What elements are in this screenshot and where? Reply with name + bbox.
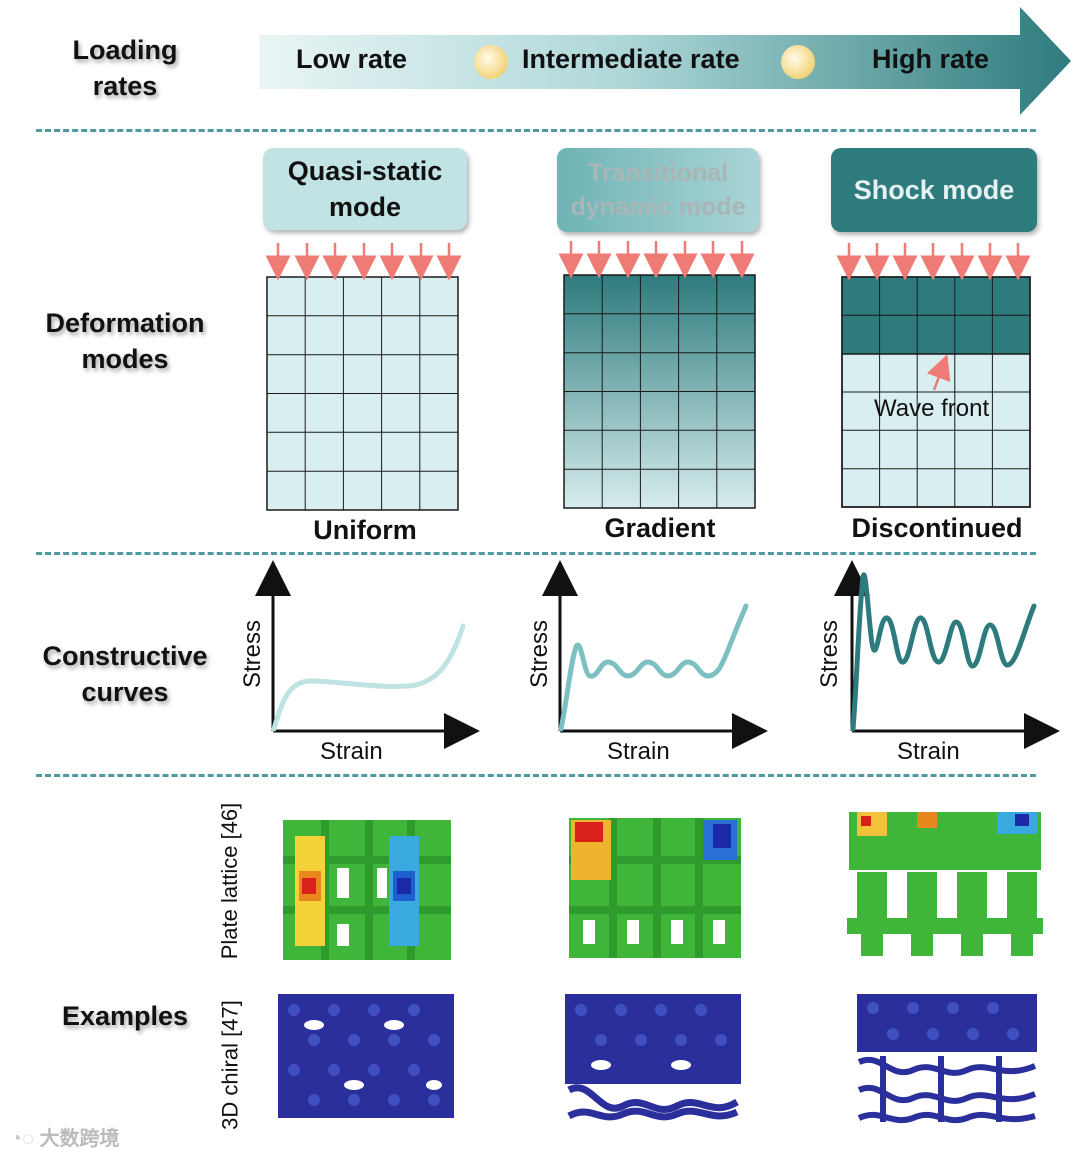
- x-axis-label-2: Strain: [607, 738, 670, 765]
- rate-high: High rate: [872, 44, 990, 74]
- grid-gradient: [558, 241, 756, 509]
- separator-3: [36, 774, 1036, 777]
- wave-front-label: Wave front: [874, 395, 990, 422]
- caption-discontinued: Discontinued: [851, 513, 1023, 543]
- curve-axes-3: [834, 560, 1060, 749]
- caption-uniform: Uniform: [313, 515, 417, 545]
- separator-2: [36, 552, 1036, 555]
- rate-marker-1: [474, 45, 508, 79]
- y-axis-label-1: Stress: [239, 620, 266, 689]
- x-axis-label-1: Strain: [320, 738, 383, 765]
- grid-uniform: [265, 243, 462, 511]
- separator-1: [36, 129, 1036, 132]
- example-plate-gradient: [563, 816, 748, 962]
- rate-marker-2: [781, 45, 815, 79]
- curve-axes-2: [542, 560, 768, 749]
- caption-gradient: Gradient: [604, 513, 716, 543]
- example-label-plate-lattice: Plate lattice [46]: [217, 802, 242, 960]
- watermark: ◔◌ 大数跨境: [10, 1122, 120, 1151]
- example-plate-shock: [847, 810, 1043, 960]
- example-label-3d-chiral: 3D chiral [47]: [217, 1000, 243, 1130]
- y-axis-label-2: Stress: [526, 620, 553, 689]
- y-axis-label-3: Stress: [816, 620, 843, 689]
- curve-axes-1: [255, 560, 480, 749]
- mode-box-transitional: Transitional dynamic mode: [557, 148, 759, 232]
- rate-intermediate: Intermediate rate: [522, 44, 740, 74]
- row-label-examples: Examples: [61, 1001, 189, 1031]
- row-label-loading-rates: Loading rates: [72, 35, 178, 101]
- watermark-logo-icon: ◔◌: [10, 1128, 34, 1150]
- loading-rate-arrow: [259, 7, 1071, 115]
- curve-uniform: [271, 623, 466, 732]
- row-label-constructive-curves: Constructive curves: [42, 641, 208, 707]
- deformation-grids: [265, 241, 1031, 511]
- example-plate-uniform: [277, 816, 457, 964]
- watermark-text: 大数跨境: [39, 1128, 120, 1150]
- curve-shock: [850, 572, 1037, 732]
- rate-low: Low rate: [296, 44, 408, 74]
- example-chiral-uniform: [274, 990, 458, 1122]
- stress-strain-curves: [255, 560, 1060, 749]
- mode-box-shock: Shock mode: [831, 148, 1037, 232]
- example-chiral-shock: [853, 990, 1041, 1126]
- mode-box-quasi-static: Quasi-static mode: [263, 148, 467, 230]
- grid-shock: [836, 243, 1031, 508]
- row-label-deformation-modes: Deformation modes: [45, 308, 205, 374]
- x-axis-label-3: Strain: [897, 738, 960, 765]
- curve-gradient: [558, 603, 749, 732]
- example-chiral-gradient: [561, 990, 745, 1124]
